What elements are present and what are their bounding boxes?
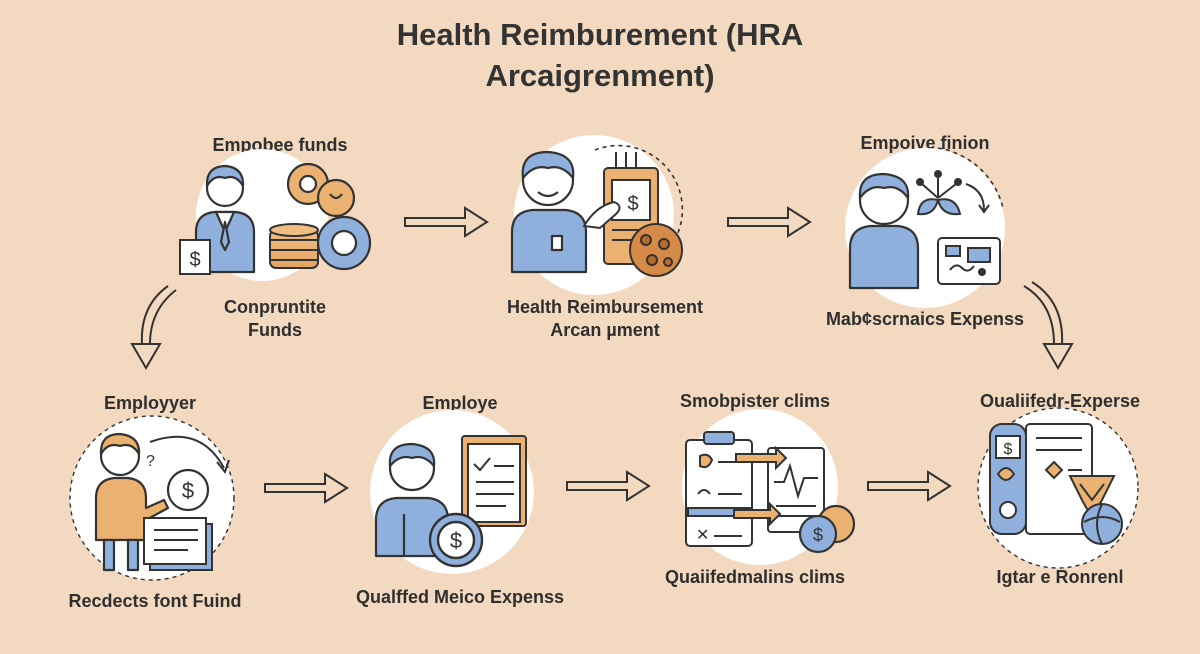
step1-bottom-line-1: Conpruntite <box>224 297 326 317</box>
step4-person-icon: ? <box>94 432 170 572</box>
step3-board-icon <box>937 237 1001 285</box>
step4-dollar-coin-icon: $ <box>166 468 210 512</box>
step7-top-label: Oualiifedr-Experse <box>979 391 1141 411</box>
step7-wallet-icon: $ <box>989 423 1027 535</box>
step6-coin-dollar: $ <box>813 525 823 545</box>
arrow-step1-down <box>130 285 177 370</box>
title-line-2: Arcaigrenment) <box>485 58 715 93</box>
step7-document-icon <box>1025 423 1093 535</box>
step1-coin-stack-icon <box>269 223 319 269</box>
step3-illustration <box>845 147 1005 308</box>
arrow-step2-to-step3 <box>727 206 812 238</box>
step4-coin-dollar: $ <box>182 478 194 503</box>
step4-question-mark: ? <box>146 453 155 470</box>
step6-cross-mark: ✕ <box>696 527 709 544</box>
step2-bottom-line-1: Health Reimbursement <box>506 297 704 317</box>
step4-document-stack-icon <box>143 517 213 571</box>
step3-person-icon <box>848 172 920 290</box>
step6-chart-document-icon: 3 <box>767 447 825 533</box>
step1-bottom-line-2: Funds <box>248 320 302 340</box>
arrow-step5-to-step6 <box>566 470 651 502</box>
step1-note-dollar: $ <box>189 249 200 271</box>
flow-arrows <box>130 206 1074 504</box>
step2-bottom-line-2: Arcan µment <box>550 320 660 340</box>
step5-top-label: Employe <box>422 393 498 413</box>
step4-bottom-label: Recdects font Fuind <box>68 591 242 611</box>
step2-dashed-arc <box>594 144 684 251</box>
step5-dollar-coin-icon: $ <box>428 512 484 568</box>
diagram-title: Health Reimburement (HRA Arcaigrenment) <box>0 14 1200 96</box>
step3-network-icon <box>916 170 990 216</box>
step2-doc-dollar: $ <box>627 193 638 215</box>
step2-hand-icon <box>582 200 621 230</box>
step6-illustration: ✕ 3 $ <box>682 409 856 565</box>
step6-dollar-coins-icon: $ <box>798 504 856 554</box>
step2-cookie-coin-icon <box>629 223 683 277</box>
step6-top-label: Smobpister clims <box>679 391 831 411</box>
step2-illustration: $ <box>510 135 684 295</box>
step7-bottom-label: Igtar e Ronrenl <box>996 567 1124 587</box>
step5-checklist-icon <box>461 435 527 527</box>
step1-top-label: Empobee funds <box>212 135 348 155</box>
step1-dollar-note-icon: $ <box>179 239 211 275</box>
arrow-step4-to-step5 <box>264 472 349 504</box>
arrow-step3-down <box>1023 281 1074 370</box>
step7-wallet-dollar: $ <box>1004 441 1013 458</box>
step1-coins-icon <box>286 162 372 271</box>
step4-curved-arrow <box>149 435 225 469</box>
step3-top-label: Empoive finion <box>860 133 990 153</box>
step3-dashed-arc <box>937 147 1004 209</box>
step5-coin-dollar: $ <box>450 528 462 553</box>
step4-curved-arrowhead <box>216 459 230 475</box>
step1-illustration: $ <box>179 149 372 281</box>
step7-illustration: $ <box>977 407 1139 569</box>
step4-illustration: ? $ <box>69 415 235 581</box>
step7-globe-icon <box>1081 503 1123 545</box>
title-line-1: Health Reimburement (HRA <box>396 17 804 52</box>
step3-bottom-label: Mab¢scrnaics Expenss <box>825 309 1025 329</box>
step6-transfer-arrows-icon <box>733 445 788 527</box>
step1-bottom-label: Conpruntite Funds <box>170 296 380 342</box>
step5-illustration: $ <box>370 410 534 574</box>
step2-person-icon <box>510 150 588 274</box>
arrow-step6-to-step7 <box>867 470 952 502</box>
step5-bottom-label: Qualffed Meico Expenss <box>355 587 565 607</box>
step6-bottom-label: Quaiifedmalins clims <box>664 567 846 587</box>
step6-clipboard-icon: ✕ <box>685 431 753 547</box>
arrow-step1-to-step2 <box>404 206 489 238</box>
step2-bottom-label: Health Reimbursement Arcan µment <box>460 296 750 342</box>
step4-top-label: Employyer <box>103 393 197 413</box>
